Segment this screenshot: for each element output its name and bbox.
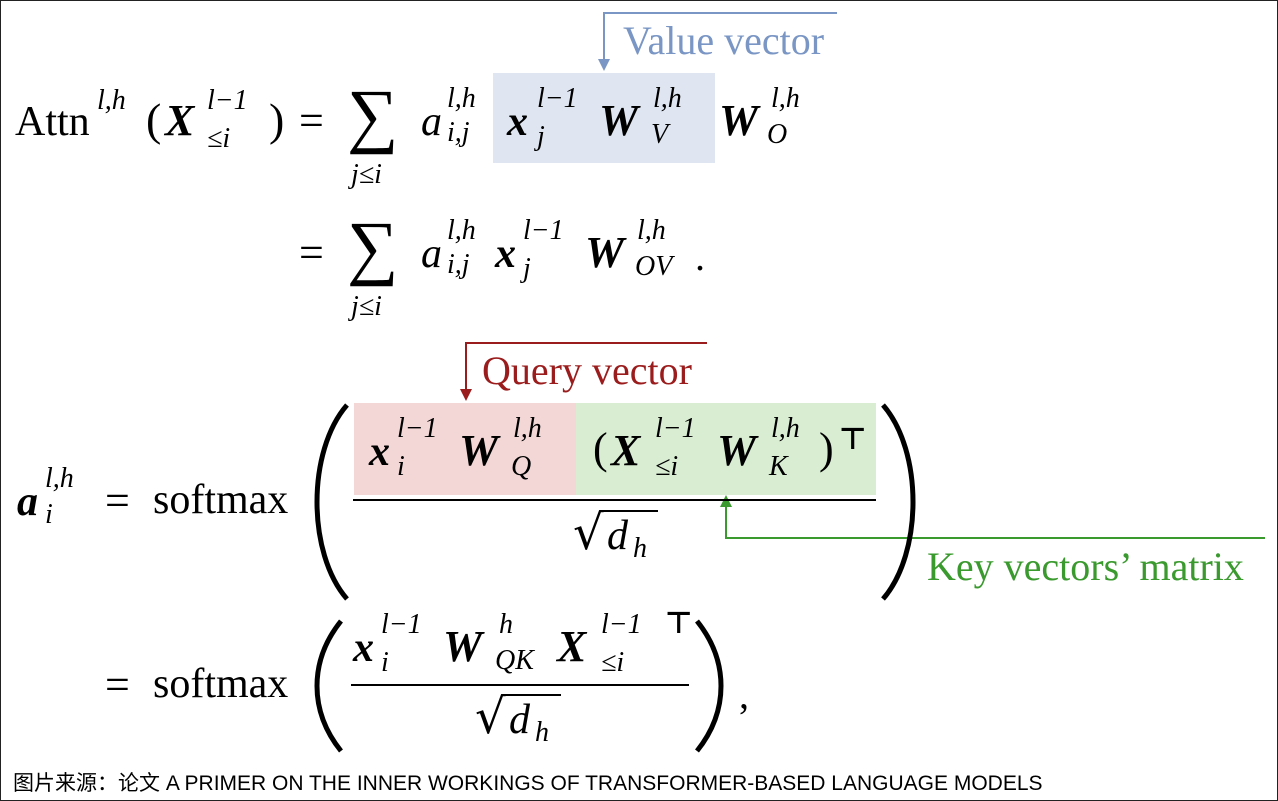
eq3-WQ: W xyxy=(459,426,499,475)
attn-open-paren: ( xyxy=(146,94,162,145)
eq1-x: x xyxy=(507,99,528,145)
eq2-x: x xyxy=(495,231,516,277)
attn-X-sup: l−1 xyxy=(207,85,248,116)
attn-close-paren: ) xyxy=(269,94,285,145)
eq4-comma: , xyxy=(739,672,749,717)
eq3-paren-close: ) xyxy=(819,424,834,473)
big-paren-left-2 xyxy=(314,619,343,753)
eq3-X: X xyxy=(611,426,641,475)
eq3-x-sub: i xyxy=(397,451,405,482)
eq3-transpose: ⊤ xyxy=(839,422,867,457)
eq4-x-sup: l−1 xyxy=(381,609,422,640)
eq3-d: d xyxy=(607,513,628,559)
key-highlight xyxy=(576,403,876,495)
eq1-WV-sup: l,h xyxy=(653,83,682,114)
eq3-paren-open: ( xyxy=(593,424,608,473)
eq1-a-sub: i,j xyxy=(447,117,470,148)
eq1-sum: ∑ xyxy=(347,75,399,155)
eq3-WK: W xyxy=(717,426,757,475)
query-highlight xyxy=(354,403,576,495)
eq1-WO-sub: O xyxy=(767,119,788,150)
value-vector-label: Value vector xyxy=(623,18,825,63)
attn-word: Attn xyxy=(15,99,90,145)
eq3-WK-sub: K xyxy=(769,451,788,482)
value-arrow xyxy=(603,12,837,67)
eq1-equals: = xyxy=(299,96,324,145)
eq2-a-sup: l,h xyxy=(447,215,476,246)
eq1-x-sub: j xyxy=(537,121,545,152)
eq3-x: x xyxy=(369,429,390,475)
eq3-a-sub: i xyxy=(45,499,53,530)
query-arrow xyxy=(465,342,707,395)
eq1-WV: W xyxy=(599,96,639,145)
eq1-x-sup: l−1 xyxy=(537,83,578,114)
eq1-a: a xyxy=(421,99,442,145)
eq3-WQ-sup: l,h xyxy=(513,413,542,444)
big-paren-right-1 xyxy=(881,403,916,601)
eq2-sum: ∑ xyxy=(347,207,399,287)
attn-X: X xyxy=(165,96,195,145)
eq2-WOV-sub: OV xyxy=(635,251,673,282)
eq1-WV-sub: V xyxy=(651,119,669,150)
eq2-sum-sub: j≤i xyxy=(351,291,382,322)
eq1-sum-sub: j≤i xyxy=(351,159,382,190)
eq1-WO: W xyxy=(719,96,759,145)
figure-caption: 图片来源：论文 A PRIMER ON THE INNER WORKINGS O… xyxy=(13,772,1043,795)
eq4-x-sub: i xyxy=(381,647,389,678)
eq4-transpose: ⊤ xyxy=(665,606,693,641)
eq2-a: a xyxy=(421,231,442,277)
eq4-softmax: softmax xyxy=(153,661,289,707)
eq2-x-sub: j xyxy=(523,253,531,284)
key-arrow xyxy=(725,503,1265,539)
eq3-WQ-sub: Q xyxy=(511,451,532,482)
eq2-x-sup: l−1 xyxy=(523,215,564,246)
key-matrix-label: Key vectors’ matrix xyxy=(927,544,1244,589)
eq4-x: x xyxy=(353,625,374,671)
eq4-WQK-sub: QK xyxy=(495,645,534,676)
eq4-X-sub: ≤i xyxy=(601,647,625,678)
big-paren-right-2 xyxy=(695,619,724,753)
attn-sup: l,h xyxy=(97,85,126,116)
value-arrow-head xyxy=(598,59,610,71)
eq4-d: d xyxy=(509,697,530,743)
eq2-period: . xyxy=(695,234,705,279)
eq2-equals: = xyxy=(299,228,324,277)
eq3-softmax: softmax xyxy=(153,477,289,523)
eq3-sqrt: √ xyxy=(573,505,604,561)
eq3-d-sub: h xyxy=(633,533,647,564)
attn-X-sub: ≤i xyxy=(207,123,231,154)
eq3-WK-sup: l,h xyxy=(771,413,800,444)
eq3-x-sup: l−1 xyxy=(397,413,438,444)
eq4-X-sup: l−1 xyxy=(601,609,642,640)
eq4-X: X xyxy=(557,622,587,671)
eq4-d-sub: h xyxy=(535,717,549,748)
query-arrow-head xyxy=(460,389,472,401)
eq4-sqrt: √ xyxy=(475,689,506,745)
eq2-a-sub: i,j xyxy=(447,249,470,280)
eq3-equals: = xyxy=(105,476,130,525)
eq3-a: a xyxy=(17,479,38,525)
query-vector-label: Query vector xyxy=(482,348,692,393)
eq2-WOV: W xyxy=(585,228,625,277)
eq3-a-sup: l,h xyxy=(45,463,74,494)
value-highlight xyxy=(493,73,715,163)
eq2-WOV-sup: l,h xyxy=(637,215,666,246)
eq1-WO-sup: l,h xyxy=(771,83,800,114)
big-paren-left-1 xyxy=(314,403,349,601)
eq3-X-sup: l−1 xyxy=(655,413,696,444)
eq3-X-sub: ≤i xyxy=(655,451,679,482)
eq1-a-sup: l,h xyxy=(447,83,476,114)
eq4-WQK: W xyxy=(443,622,483,671)
eq4-WQK-sup: h xyxy=(499,609,513,640)
eq4-equals: = xyxy=(105,660,130,709)
